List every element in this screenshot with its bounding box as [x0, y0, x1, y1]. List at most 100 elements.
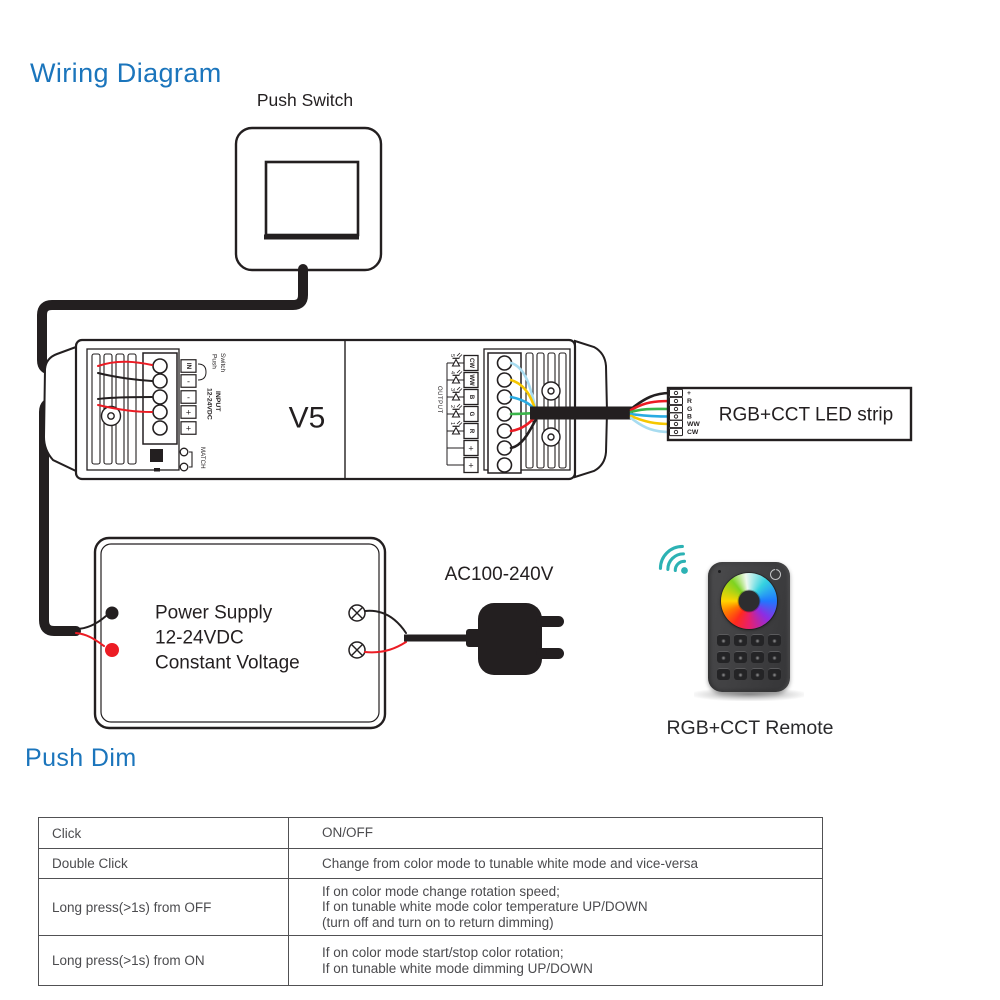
remote-button: [717, 651, 730, 663]
result-cell: Change from color mode to tunable white …: [322, 855, 698, 871]
remote-shadow: [694, 688, 804, 701]
wire-input-red: [97, 404, 153, 413]
svg-text:+: +: [186, 408, 191, 418]
psu-line3: Constant Voltage: [155, 653, 300, 674]
result-cell: If on color mode start/stop color rotati…: [322, 945, 593, 976]
strip-wire-ww: [629, 414, 672, 426]
page-title: Wiring Diagram: [30, 58, 222, 88]
remote-button: [768, 668, 781, 680]
output-section: OUTPUT 5 4 3 2 1: [436, 352, 479, 474]
mounting-screw: [541, 427, 561, 447]
power-icon: [770, 569, 781, 580]
led-diode-icon: [451, 420, 463, 435]
remote-button: [751, 634, 764, 646]
table-row: Long press(>1s) from ON If on color mode…: [39, 935, 822, 985]
strip-pin-label: G: [687, 406, 692, 413]
strip-wire-plus: [629, 391, 672, 411]
input-terminal-labels: IN - - + +: [180, 359, 197, 435]
push-dim-table: Click ON/OFF Double Click Change from co…: [38, 817, 823, 986]
strip-pin-label: B: [687, 414, 692, 421]
strip-wire-cw: [629, 416, 672, 434]
match-label: MATCH: [199, 447, 206, 469]
channel-label: WW: [468, 374, 474, 386]
rgb-cct-remote: [708, 562, 790, 692]
table-row: Double Click Change from color mode to t…: [39, 848, 822, 878]
led-diode-icon: [451, 352, 463, 367]
plug-prong: [536, 616, 564, 627]
psu-dc-plus-dot: [105, 606, 119, 620]
remote-button: [717, 668, 730, 680]
table-row: Long press(>1s) from OFF If on color mod…: [39, 878, 822, 935]
strip-wire-g: [629, 407, 672, 414]
power-supply: Power Supply 12-24VDC Constant Voltage: [93, 536, 387, 730]
controller-model-label: V5: [289, 402, 326, 435]
channel-label: R: [468, 429, 474, 434]
remote-button: [717, 634, 730, 646]
action-cell: Double Click: [39, 849, 289, 878]
svg-text:INPUT: INPUT: [214, 391, 221, 412]
led-diode-icon: [451, 403, 463, 418]
plug-prong: [536, 648, 564, 659]
remote-button: [734, 634, 747, 646]
wiring-diagram-canvas: Push Switch Power Supply 12-24VDC Consta…: [37, 90, 913, 730]
indicator-dot: [718, 570, 721, 573]
wifi-signal-icon: [658, 544, 688, 574]
plus-terminal-label: +: [468, 444, 473, 454]
remote-button: [734, 651, 747, 663]
channel-label: G: [468, 412, 474, 417]
channel-number: 5: [449, 354, 455, 357]
push-switch: Push Switch: [234, 90, 383, 272]
remote-button: [768, 651, 781, 663]
reset-button: [150, 449, 163, 462]
channel-number: 2: [449, 405, 455, 408]
remote-button: [768, 634, 781, 646]
push-dim-title: Push Dim: [25, 744, 137, 772]
led-diode-icon: [451, 369, 463, 384]
action-cell: Click: [39, 818, 289, 848]
svg-text:IN: IN: [185, 363, 192, 370]
mounting-screw: [541, 381, 561, 401]
psu-line2: 12-24VDC: [155, 628, 244, 649]
strip-wire-r: [629, 399, 672, 412]
action-cell: Long press(>1s) from OFF: [39, 879, 289, 935]
result-cell: If on color mode change rotation speed; …: [322, 883, 648, 930]
table-row: Click ON/OFF: [39, 818, 822, 848]
strip-pin-label: +: [687, 390, 691, 397]
push-switch-label: Push Switch: [257, 90, 353, 110]
controller-left-ear: [42, 345, 77, 473]
channel-number: 3: [449, 388, 455, 391]
svg-text:+: +: [186, 424, 191, 434]
led-diode-icon: [451, 386, 463, 401]
ac-plug: AC100-240V: [364, 564, 564, 675]
mounting-screw: [100, 405, 122, 427]
psu-dc-black-wire: [75, 615, 107, 630]
channel-number: 4: [449, 371, 455, 374]
switch-port-label: Switch Push: [211, 353, 227, 373]
strip-pin-label: WW: [687, 421, 700, 428]
strip-wire-b: [629, 412, 672, 418]
wire-switch-black: [97, 372, 153, 382]
psu-ac-terminals: [348, 604, 366, 659]
channel-label: CW: [468, 358, 474, 368]
svg-text:12-24VDC: 12-24VDC: [206, 388, 213, 420]
result-cell: ON/OFF: [322, 825, 373, 841]
psu-line1: Power Supply: [155, 603, 273, 624]
action-cell: Long press(>1s) from ON: [39, 936, 289, 985]
remote-button: [751, 668, 764, 680]
wire-input-black: [97, 396, 153, 400]
plug-body: [478, 603, 542, 675]
remote-button: [751, 651, 764, 663]
remote-label: RGB+CCT Remote: [666, 717, 834, 739]
svg-text:-: -: [187, 377, 190, 387]
psu-dc-minus-dot: [105, 643, 119, 657]
ac-voltage-label: AC100-240V: [445, 564, 554, 585]
wire-switch-red: [97, 360, 153, 367]
remote-button: [734, 668, 747, 680]
channel-number: 1: [449, 422, 455, 425]
output-label: OUTPUT: [436, 386, 442, 414]
svg-text:-: -: [187, 393, 190, 403]
svg-text:Switch: Switch: [219, 353, 226, 373]
controller: IN - - + + Switch Push INPUT 12-24VDC MA…: [42, 338, 609, 481]
color-wheel: [721, 573, 777, 629]
match-button: MATCH: [179, 447, 206, 472]
